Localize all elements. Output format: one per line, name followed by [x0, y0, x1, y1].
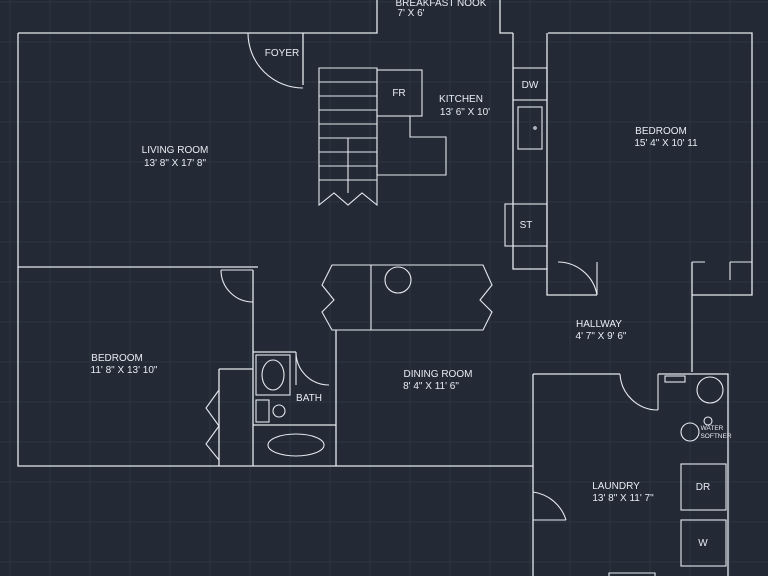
dishwasher-outline — [512, 67, 548, 101]
closet-doors — [205, 389, 220, 461]
water-softener — [680, 422, 700, 442]
room-labels: BREAKFAST NOOK 7' X 6' FOYER KITCHEN 13'… — [91, 0, 699, 504]
foyer-label: FOYER — [265, 48, 299, 59]
dining-room-size: 8' 4" X 11' 6" — [403, 381, 459, 392]
bathtub — [267, 433, 325, 457]
kitchen-island — [376, 115, 447, 176]
dining-room-label: DINING ROOM — [404, 369, 473, 380]
doors — [220, 32, 752, 521]
sink-outline — [517, 106, 543, 150]
washer-outline — [680, 519, 727, 567]
staircase — [318, 67, 378, 207]
breakfast-nook-size: 7' X 6' — [397, 8, 424, 19]
bedroom-right-label: BEDROOM — [635, 126, 687, 137]
fridge-label: FR — [392, 88, 405, 99]
kitchen-label: KITCHEN — [439, 94, 483, 105]
laundry-door — [619, 373, 659, 411]
stove-label: ST — [520, 220, 533, 231]
dryer-label: DR — [696, 482, 710, 493]
bedroom-left-size: 11' 8" X 13' 10" — [91, 365, 158, 376]
laundry-label: LAUNDRY — [592, 481, 640, 492]
dishwasher-label: DW — [522, 80, 539, 91]
appliance-labels: FR DW ST DR W WATER SOFTNER — [392, 80, 732, 549]
water-softener-label-1: WATER — [701, 425, 724, 432]
laundry-side-door — [532, 491, 567, 521]
dryer-outline — [680, 463, 727, 511]
hallway-label: HALLWAY — [576, 319, 622, 330]
water-heater — [696, 376, 724, 404]
bedroom-left-label: BEDROOM — [91, 353, 143, 364]
bath-sink — [261, 359, 285, 391]
hallway-size: 4' 7" X 9' 6" — [576, 331, 627, 342]
bath-door — [295, 351, 330, 386]
water-softener-label-2: SOFTNER — [700, 433, 731, 440]
living-room-label: LIVING ROOM — [142, 145, 209, 156]
bedroom-right-door — [557, 261, 598, 296]
walls — [17, 0, 753, 576]
bedroom-left-door — [220, 269, 254, 303]
washer-label: W — [698, 538, 708, 549]
kitchen-size: 13' 6" X 10' — [440, 107, 490, 118]
bath-fixtures — [255, 354, 325, 457]
breakfast-nook-label: BREAKFAST NOOK — [396, 0, 487, 9]
bedroom-right-size: 15' 4" X 10' 11 — [634, 138, 698, 149]
laundry-fixtures — [608, 375, 727, 576]
kitchen-fixtures — [376, 67, 548, 247]
laundry-size: 13' 8" X 11' 7" — [592, 493, 654, 504]
bedroom-right-door-2 — [692, 261, 752, 280]
toilet — [272, 404, 286, 418]
bath-label: BATH — [296, 393, 322, 404]
living-room-size: 13' 8" X 17' 8" — [144, 158, 207, 169]
dining-table — [321, 264, 493, 331]
foyer-door — [247, 32, 304, 89]
stove-outline — [504, 203, 548, 247]
